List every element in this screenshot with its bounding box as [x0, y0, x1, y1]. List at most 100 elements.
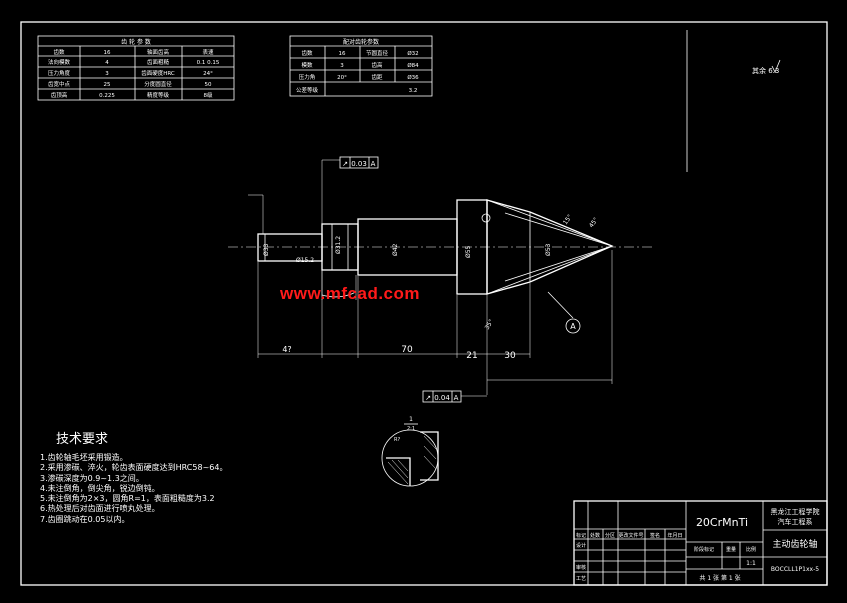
stage-label: 阶段标记: [694, 546, 714, 553]
gear-table-cell: 表速: [202, 48, 214, 56]
datum-label: A: [570, 322, 576, 331]
gear-table-cell: 0.225: [99, 93, 115, 99]
dim-flange-length: 21: [466, 351, 477, 361]
mesh-table-cell: 压力角: [299, 73, 316, 81]
mesh-table-cell: Ø84: [407, 62, 419, 69]
gear-table-cell: 8级: [204, 91, 213, 99]
gear-table-cell: 齿面粗糙: [147, 58, 170, 66]
mesh-table-cell: Ø32: [407, 50, 418, 57]
mesh-table-title: 配对齿轮参数: [343, 38, 379, 46]
mesh-table-cell: 16: [339, 51, 346, 57]
rev-label-zone: 分区: [605, 532, 615, 539]
tol-top-symbol: ↗: [342, 160, 348, 168]
dim-dia-right: Ø55: [465, 245, 472, 258]
gear-table-cell: 齿顶高: [51, 91, 68, 99]
tech-line: 2.采用渗碳、淬火，轮齿表面硬度达到HRC58~64。: [40, 463, 228, 473]
svg-text:其余 6.3: 其余 6.3: [752, 66, 779, 75]
mesh-table-cell: 20°: [337, 75, 347, 81]
scale-label: 比例: [746, 546, 756, 553]
shaft-drawing: [228, 199, 655, 300]
detail-callout-marker: [481, 213, 491, 223]
dim-dia-mid: Ø42: [392, 243, 399, 256]
rev-label-count: 处数: [590, 532, 600, 539]
tol-bottom-datum: A: [454, 394, 459, 402]
part-name: 主动齿轮轴: [772, 538, 817, 550]
dim-dia-neck: Ø31.2: [335, 236, 342, 254]
tol-bottom-symbol: ↗: [425, 394, 431, 402]
datum-a-marker: [547, 291, 581, 334]
gear-table-cell: 4: [105, 60, 109, 66]
dim-body-length: 70: [401, 345, 413, 355]
gear-table-cell: 压力角度: [48, 69, 71, 77]
gear-table-cell: 齿数: [53, 48, 65, 56]
weight-label: 重量: [726, 546, 736, 553]
tech-line: 4.未注倒角，倒尖角，锐边倒钝。: [40, 483, 160, 493]
title-block: [573, 500, 828, 586]
detail-scale: 2:1: [407, 426, 415, 432]
gear-table-cell: 法向模数: [48, 58, 71, 66]
detail-number: 1: [409, 416, 413, 423]
dim-dia-left: Ø33: [263, 243, 270, 256]
school-name-line1: 黑龙江工程学院: [771, 507, 820, 516]
material-label: 20CrMnTi: [696, 516, 748, 529]
gear-table-cell: 齿面硬度HRC: [141, 69, 175, 77]
dim-left-length: 4?: [282, 345, 291, 354]
gear-params-table: 齿 轮 参 数: [37, 35, 235, 101]
tech-requirements: 技术要求 1.齿轮轴毛坯采用锻造。 2.采用渗碳、淬火，轮齿表面硬度达到HRC5…: [40, 428, 280, 525]
mesh-params-table: 配对齿轮参数: [289, 35, 433, 97]
mesh-table-cell: 齿距: [371, 74, 383, 81]
tech-line: 6.热处理后对齿面进行喷丸处理。: [40, 504, 160, 514]
bevel-pinion-cone: [486, 199, 614, 295]
rev-label-doc: 更改文件号: [618, 532, 643, 539]
rev-label-sign: 签名: [650, 532, 660, 539]
tolerance-frame-top: [339, 156, 379, 169]
gear-table-cell: 0.1 0.15: [197, 60, 220, 66]
gear-table-cell: 3: [105, 71, 109, 77]
mesh-table-cell: 3: [340, 63, 344, 69]
sheet-info: 共 1 张 第 1 张: [699, 574, 740, 582]
gear-table-cell: 50: [205, 82, 212, 88]
tech-line: 7.齿圈跳动在0.05以内。: [40, 514, 130, 524]
dim-angle-b: 45°: [588, 216, 600, 229]
dimension-lines: [248, 159, 613, 395]
detail-view: [381, 423, 439, 487]
gear-table-cell: 精度等级: [147, 91, 170, 99]
role-review: 审核: [576, 564, 586, 571]
roughness-note: 其余 6.3: [752, 59, 781, 75]
gear-table-cell: 24°: [203, 71, 213, 77]
dim-dia-cone: Ø53: [545, 243, 552, 256]
drawing-number: BOCCLL1P1xx-5: [771, 566, 819, 573]
tol-top-datum: A: [371, 160, 376, 168]
tech-requirements-heading: 技术要求: [56, 432, 109, 447]
mesh-table-cell: 节圆直径: [366, 49, 389, 57]
mesh-table-cell: 模数: [301, 61, 313, 69]
school-name-line2: 汽车工程系: [778, 517, 813, 526]
tol-bottom-value: 0.04: [434, 394, 450, 402]
watermark-text: www.mfcad.com: [280, 284, 421, 303]
mesh-table-cell: 3.2: [409, 88, 418, 94]
rev-label-mark: 标记: [576, 532, 586, 539]
mesh-table-cell: 齿数: [301, 49, 313, 57]
gear-table-cell: 分度圆直径: [144, 80, 172, 88]
scale-value: 1:1: [746, 560, 756, 567]
gear-table-cell: 25: [104, 82, 111, 88]
dim-cone-length: 30: [504, 351, 516, 361]
gear-table-cell: 轴面齿高: [147, 48, 170, 56]
tech-line: 1.齿轮轴毛坯采用锻造。: [40, 453, 128, 462]
dim-thread-note: Ø15.2: [296, 257, 314, 264]
tech-line: 5.未注倒角为2×3，圆角R=1，表面粗糙度为3.2: [40, 494, 215, 504]
role-design: 设计: [576, 542, 586, 549]
mesh-table-cell: Ø36: [407, 74, 419, 81]
rev-label-date: 年月日: [667, 532, 682, 539]
gear-table-cell: 16: [104, 50, 111, 56]
tech-line: 3.渗碳深度为0.9~1.3之间。: [40, 473, 144, 483]
drawing-border: [20, 21, 828, 586]
gear-table-title: 齿 轮 参 数: [121, 38, 151, 46]
detail-radius: R?: [394, 437, 400, 443]
mesh-table-cell: 齿高: [371, 61, 383, 69]
tolerance-frame-bottom: [422, 390, 487, 403]
dim-angle-c: 35°: [484, 318, 495, 331]
gear-table-cell: 齿宽中点: [48, 80, 71, 88]
dim-angle-a: 15°: [562, 213, 574, 226]
